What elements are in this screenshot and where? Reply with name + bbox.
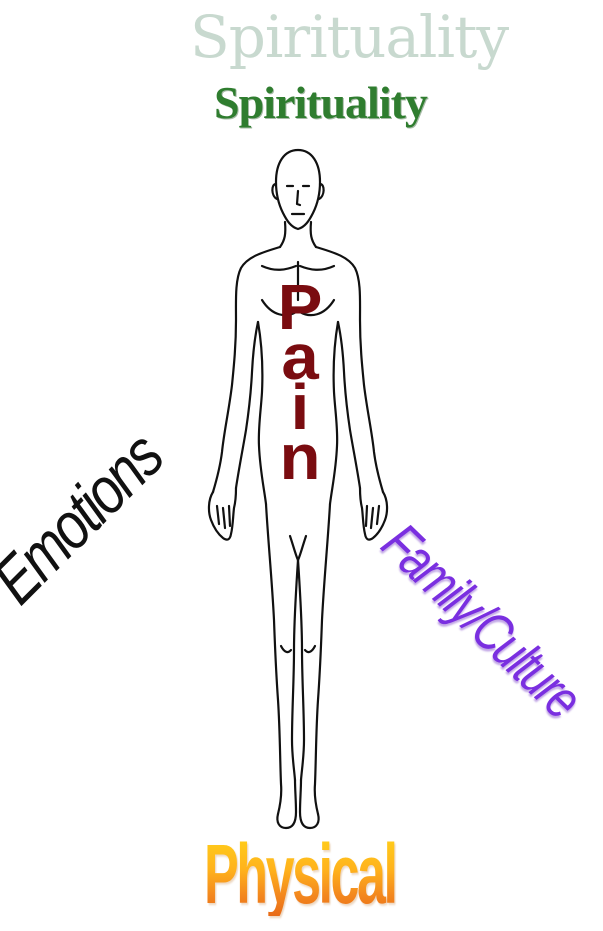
spirituality-faded-label: Spirituality xyxy=(190,8,508,66)
spirituality-label: Spirituality xyxy=(214,80,427,126)
pain-letter: n xyxy=(271,433,330,483)
pain-label: P a i n xyxy=(272,283,328,483)
physical-label: Physical xyxy=(204,832,396,916)
